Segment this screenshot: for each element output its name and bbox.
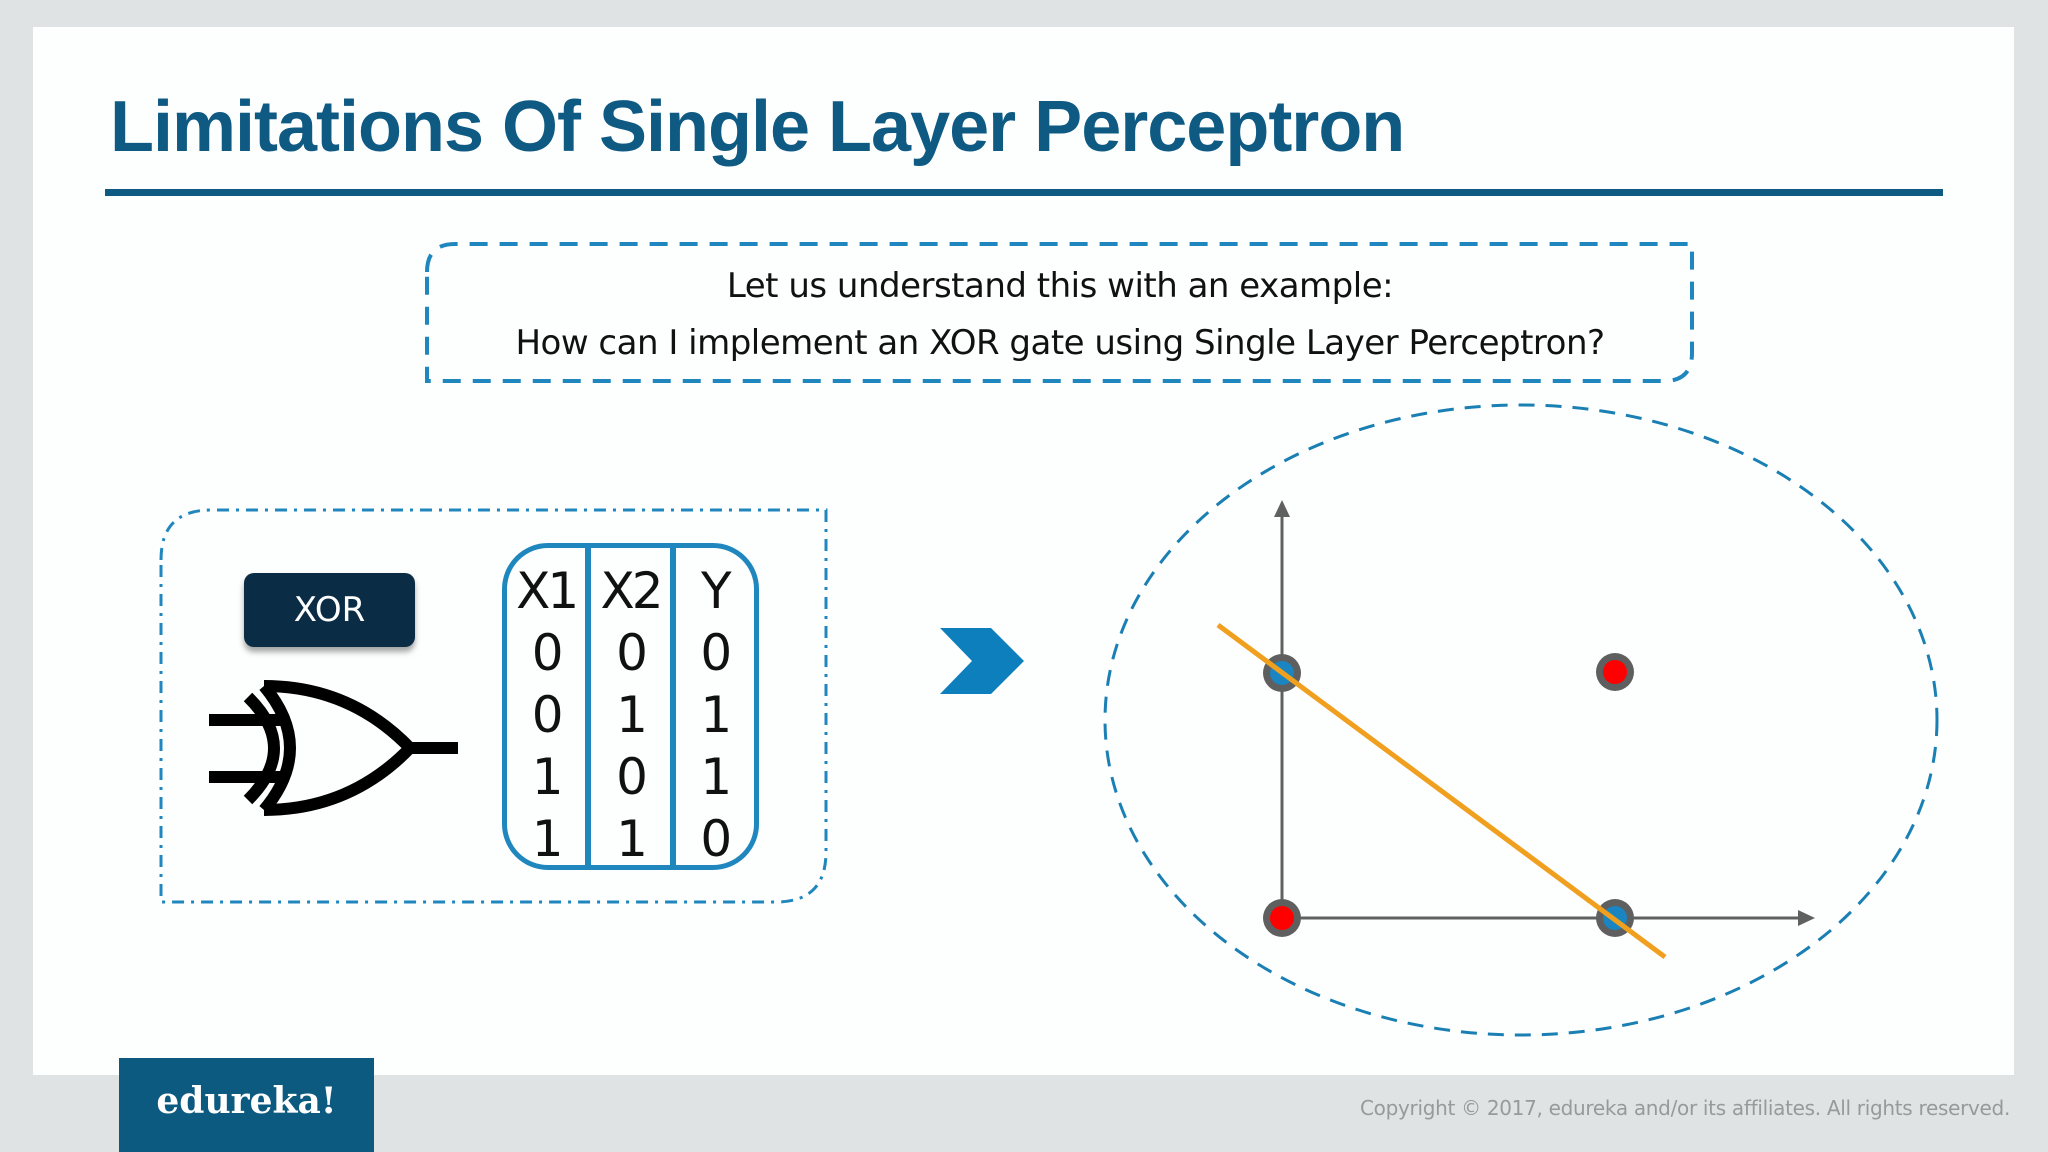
copyright-notice: Copyright © 2017, edureka and/or its aff… xyxy=(1359,1096,2010,1120)
edureka-logo: edureka! xyxy=(119,1058,374,1152)
callout-box xyxy=(425,242,1694,383)
xor-panel-box xyxy=(159,508,828,904)
table-cell: 1 xyxy=(531,810,564,868)
data-point-0-0 xyxy=(1263,899,1301,937)
table-cell: 1 xyxy=(700,686,732,744)
table-cell: 0 xyxy=(531,686,564,744)
table-cell: 0 xyxy=(531,624,564,682)
table-cell: 0 xyxy=(616,748,648,806)
decision-boundary-line xyxy=(1216,622,1667,960)
plot-boundary-ellipse xyxy=(1103,403,1939,1037)
truth-table-col-x2: X2 0 1 0 1 xyxy=(585,548,669,865)
table-header: Y xyxy=(701,562,731,620)
callout-text: Let us understand this with an example: … xyxy=(430,258,1690,372)
xor-label-badge: XOR xyxy=(244,573,415,647)
title-underline xyxy=(105,189,1943,196)
xor-gate-icon xyxy=(209,680,458,816)
truth-table-col-y: Y 0 1 1 0 xyxy=(669,548,754,865)
truth-table-col-x1: X1 0 0 1 1 xyxy=(507,548,585,865)
plot-axes xyxy=(1274,500,1815,926)
callout-line-2: How can I implement an XOR gate using Si… xyxy=(515,323,1605,363)
chevron-right-icon xyxy=(940,628,1024,694)
table-cell: 0 xyxy=(616,624,648,682)
data-point-1-1 xyxy=(1596,653,1634,691)
slide xyxy=(33,27,2014,1075)
table-cell: 0 xyxy=(700,624,732,682)
table-cell: 1 xyxy=(531,748,564,806)
table-cell: 0 xyxy=(700,810,732,868)
table-cell: 1 xyxy=(616,686,648,744)
table-cell: 1 xyxy=(700,748,732,806)
table-cell: 1 xyxy=(616,810,648,868)
page-title: Limitations Of Single Layer Perceptron xyxy=(110,87,1405,167)
callout-line-1: Let us understand this with an example: xyxy=(726,266,1394,306)
table-header: X2 xyxy=(600,562,663,620)
truth-table: X1 0 0 1 1 X2 0 1 0 1 Y 0 1 1 0 xyxy=(502,543,759,870)
table-header: X1 xyxy=(516,562,579,620)
